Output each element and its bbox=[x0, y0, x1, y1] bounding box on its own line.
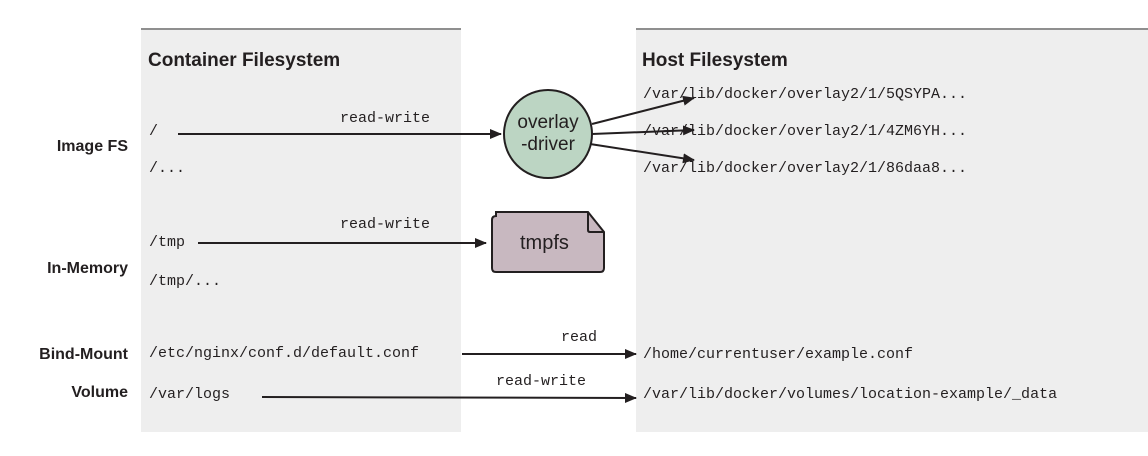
overlay-arrow-2 bbox=[591, 125, 695, 136]
overlay-driver-label: overlay -driver bbox=[503, 112, 593, 156]
overlay-driver-line2: -driver bbox=[521, 134, 575, 155]
tmpfs-label: tmpfs bbox=[520, 232, 569, 254]
row-label-volume: Volume bbox=[71, 384, 128, 401]
container-filesystem-panel bbox=[141, 28, 461, 432]
host-path-overlay-1: /var/lib/docker/overlay2/1/5QSYPA... bbox=[643, 86, 968, 103]
container-filesystem-title: Container Filesystem bbox=[148, 50, 341, 71]
volume-arrow bbox=[261, 392, 637, 403]
host-path-overlay-2: /var/lib/docker/overlay2/1/4ZM6YH... bbox=[643, 123, 968, 140]
in-memory-connection-label: read-write bbox=[340, 216, 431, 233]
host-path-overlay-3: /var/lib/docker/overlay2/1/86daa8... bbox=[643, 160, 968, 177]
host-path-volume-data: /var/lib/docker/volumes/location-example… bbox=[643, 386, 1058, 403]
host-filesystem-panel bbox=[636, 28, 1148, 432]
container-path-root: / bbox=[149, 123, 159, 140]
volume-connection-label: read-write bbox=[496, 373, 587, 390]
container-path-logs: /var/logs bbox=[149, 386, 231, 403]
tmpfs-dog-ear bbox=[587, 212, 604, 233]
host-path-example-conf: /home/currentuser/example.conf bbox=[643, 346, 914, 363]
container-path-nginx-conf: /etc/nginx/conf.d/default.conf bbox=[149, 345, 420, 362]
host-filesystem-title: Host Filesystem bbox=[642, 50, 788, 71]
container-path-tmp-sub: /tmp/... bbox=[149, 273, 222, 290]
row-label-bind-mount: Bind-Mount bbox=[39, 346, 128, 363]
overlay-driver-line1: overlay bbox=[517, 112, 579, 133]
overlay-arrow-1 bbox=[591, 95, 695, 125]
row-label-image-fs: Image FS bbox=[56, 138, 128, 155]
overlay-arrow-3 bbox=[589, 143, 695, 164]
tmpfs-node bbox=[491, 211, 605, 273]
container-path-root-sub: /... bbox=[149, 160, 186, 177]
image-fs-connection-label: read-write bbox=[340, 110, 431, 127]
row-label-in-memory: In-Memory bbox=[47, 260, 128, 277]
bind-mount-connection-label: read bbox=[561, 329, 598, 346]
container-path-tmp: /tmp bbox=[149, 234, 186, 251]
